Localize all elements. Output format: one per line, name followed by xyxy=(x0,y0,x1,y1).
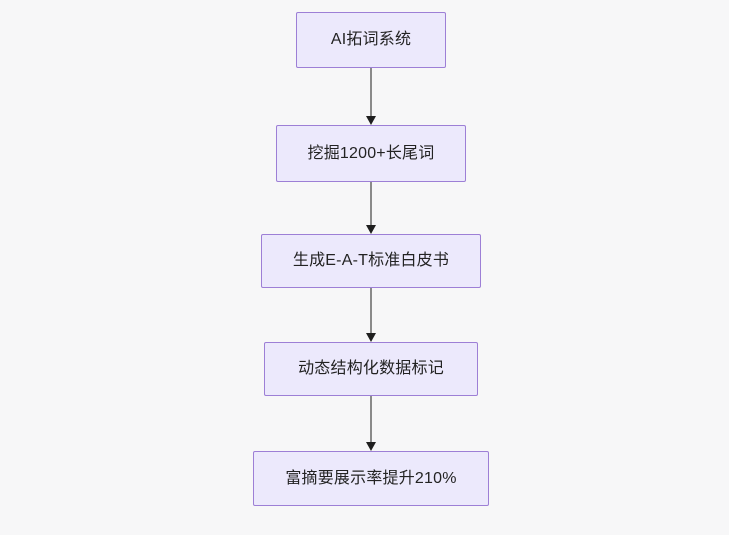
arrowhead-icon xyxy=(366,333,376,342)
arrowhead-icon xyxy=(366,442,376,451)
connector-line xyxy=(370,68,372,117)
flow-node-label: 生成E-A-T标准白皮书 xyxy=(292,252,450,269)
arrowhead-icon xyxy=(366,116,376,125)
flow-node-generate-eat-whitepaper[interactable]: 生成E-A-T标准白皮书 xyxy=(261,234,481,288)
flow-node-mine-longtail-keywords[interactable]: 挖掘1200+长尾词 xyxy=(276,125,466,182)
flow-node-ai-keyword-system[interactable]: AI拓词系统 xyxy=(296,12,446,68)
flow-node-label: 富摘要展示率提升210% xyxy=(285,469,457,487)
flow-node-rich-snippet-impression-uplift[interactable]: 富摘要展示率提升210% xyxy=(253,451,489,506)
flow-connector-2 xyxy=(364,182,378,234)
connector-line xyxy=(370,288,372,334)
flow-node-label: AI拓词系统 xyxy=(330,31,412,48)
connector-line xyxy=(370,182,372,226)
flow-node-label: 动态结构化数据标记 xyxy=(298,360,444,377)
flow-connector-4 xyxy=(364,396,378,451)
flow-node-label: 挖掘1200+长尾词 xyxy=(307,144,435,162)
flow-connector-1 xyxy=(364,68,378,125)
connector-line xyxy=(370,396,372,443)
arrowhead-icon xyxy=(366,225,376,234)
flow-connector-3 xyxy=(364,288,378,342)
flow-node-dynamic-structured-data-markup[interactable]: 动态结构化数据标记 xyxy=(264,342,478,396)
